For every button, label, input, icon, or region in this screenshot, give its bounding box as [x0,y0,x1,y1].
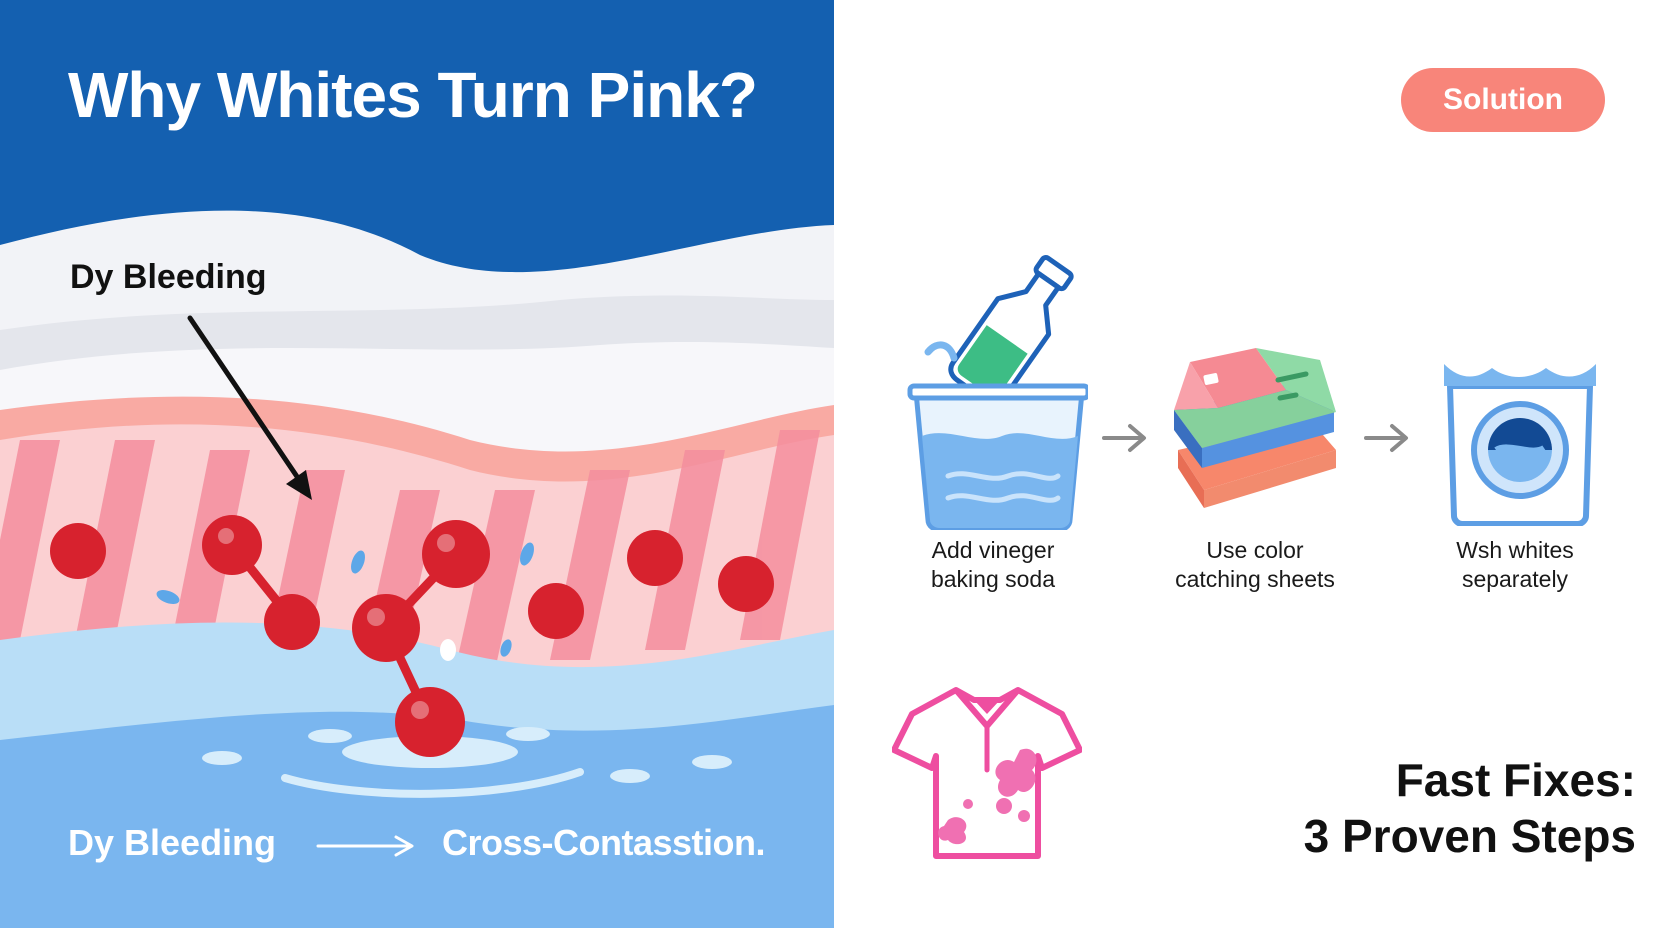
dye-bleeding-label: Dy Bleeding [70,258,267,296]
step-3-caption: Wsh whites separately [1410,536,1620,594]
cause-panel: Why Whites Turn Pink? Dy Bleeding Dy Ble… [0,0,834,928]
step-1-line1: Add vineger [931,537,1055,563]
pointer-arrow-icon [187,315,312,500]
page-title: Why Whites Turn Pink? [68,59,758,131]
vinegar-bowl-icon [907,255,1088,530]
fast-fixes-headline: Fast Fixes: 3 Proven Steps [1304,752,1636,864]
arrow-right-icon [1102,424,1146,452]
step-2-caption: Use color catching sheets [1150,536,1360,594]
washing-machine-icon [1444,364,1596,526]
headline-line2: 3 Proven Steps [1303,810,1636,862]
step-1-line2: baking soda [930,566,1056,592]
fabric-illustration [0,210,834,928]
color-sheets-icon [1174,348,1336,508]
step-3-line2: separately [1461,566,1569,592]
flow-source-label: Dy Bleeding [68,822,277,863]
step-3-line1: Wsh whites [1456,537,1574,563]
flow-arrow-icon [316,835,414,857]
flow-target-label: Cross-Contasstion. [442,822,766,863]
stained-shirt-icon [892,687,1082,859]
step-2-line2: catching sheets [1175,566,1335,592]
arrow-right-icon [1364,424,1408,452]
solution-badge: Solution [1401,68,1605,132]
solution-panel: Solution Add vineger baking soda [834,0,1664,928]
step-2-line1: Use color [1206,537,1304,563]
headline-line1: Fast Fixes: [1395,754,1636,806]
step-1-caption: Add vineger baking soda [888,536,1098,594]
